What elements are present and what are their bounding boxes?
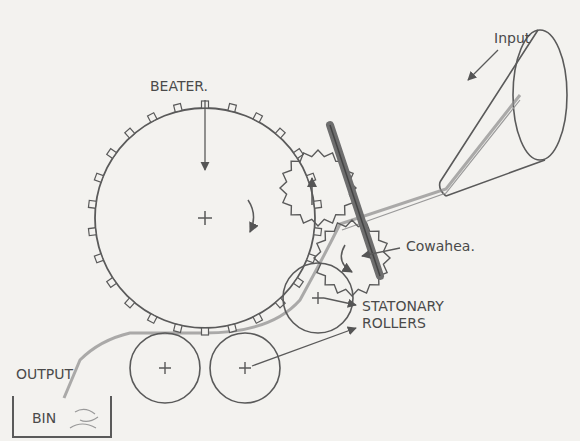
- stationary-roller: [210, 333, 280, 403]
- input-leader: [468, 50, 498, 80]
- center-mark: [312, 292, 324, 304]
- center-mark: [159, 362, 171, 374]
- center-mark: [239, 362, 251, 374]
- center-mark: [198, 211, 212, 225]
- stationary-roller: [283, 263, 353, 333]
- beater-tooth: [228, 324, 236, 332]
- cowhead-gear: [314, 220, 390, 296]
- output-bin: BIN: [12, 396, 112, 438]
- beater-tooth: [174, 324, 182, 332]
- roller-leader: [252, 328, 356, 366]
- rotation-arrow: [341, 245, 352, 272]
- bin-label: BIN: [32, 410, 56, 426]
- beater-tooth: [294, 278, 304, 288]
- beater-tooth: [94, 254, 103, 263]
- beater-tooth: [125, 128, 135, 138]
- beater-tooth: [228, 104, 236, 112]
- rotation-arrow: [311, 178, 313, 205]
- cowhead-leader: [362, 248, 400, 256]
- beater-tooth: [148, 314, 157, 323]
- beater-leader: [204, 100, 205, 170]
- beater-tooth: [107, 278, 117, 288]
- beater-tooth: [253, 113, 262, 122]
- beater-tooth: [88, 200, 96, 208]
- beater-tooth: [275, 128, 285, 138]
- beater-tooth: [314, 228, 322, 236]
- part-label: Input: [494, 30, 530, 47]
- beater-tooth: [94, 173, 103, 182]
- part-label: OUTPUT: [16, 366, 73, 383]
- stationary-roller: [130, 333, 200, 403]
- part-label: STATONARY ROLLERS: [362, 298, 480, 332]
- fibre-strand: [342, 100, 520, 230]
- beater-tooth: [253, 314, 262, 323]
- beater-tooth: [174, 104, 182, 112]
- rotation-arrow: [248, 200, 254, 232]
- beater-tooth: [107, 149, 117, 159]
- beater-tooth: [125, 298, 135, 308]
- fibre-scribble: [70, 409, 98, 428]
- part-label: BEATER.: [150, 78, 208, 95]
- roller-leader: [324, 298, 356, 305]
- beater-tooth: [88, 228, 96, 236]
- input-cone: [440, 30, 545, 196]
- beater-tooth: [148, 113, 157, 122]
- input-cone-mouth: [513, 30, 567, 160]
- beater-tooth: [314, 200, 322, 208]
- fibre-strand: [64, 95, 520, 398]
- beater-tooth: [307, 173, 316, 182]
- beater-tooth: [202, 328, 209, 335]
- part-label: Cowahea.: [406, 238, 475, 255]
